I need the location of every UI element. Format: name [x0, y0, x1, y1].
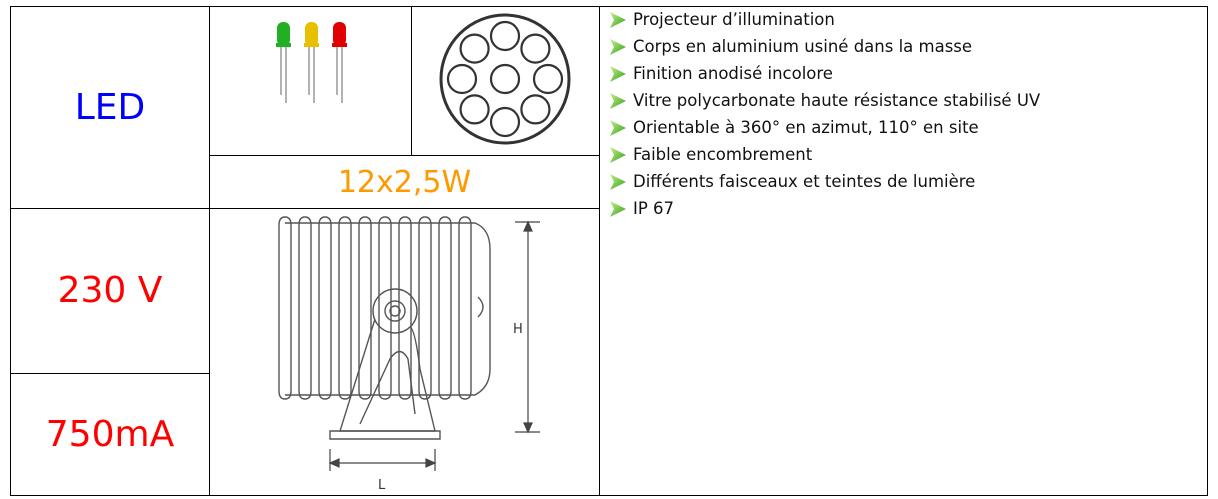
height-label: H [513, 322, 523, 337]
green-arrow-bullet-icon [610, 173, 626, 190]
led-array-circle [459, 94, 490, 125]
led-array-circle [489, 20, 521, 52]
image-divider [411, 6, 412, 156]
feature-text: Faible encombrement [633, 145, 813, 164]
length-label: L [378, 478, 386, 493]
projector-drawing: H L [210, 209, 599, 495]
feature-text: Corps en aluminium usiné dans la masse [633, 37, 973, 56]
feature-text: Différents faisceaux et teintes de lumiè… [633, 172, 976, 191]
led-array-circle [489, 106, 521, 138]
projector-body [285, 222, 491, 396]
row-divider-1 [10, 208, 600, 209]
projector-fin [398, 216, 412, 400]
green-arrow-bullet-icon [610, 65, 626, 82]
projector-fin [278, 216, 292, 400]
feature-item: Orientable à 360° en azimut, 110° en sit… [609, 114, 1040, 141]
feature-item: IP 67 [609, 195, 1040, 222]
projector-fin [318, 216, 332, 400]
feature-item: Différents faisceaux et teintes de lumiè… [609, 168, 1040, 195]
projector-fin [338, 216, 352, 400]
table-border-top [10, 6, 1208, 7]
current-value: 750mA [45, 413, 175, 455]
feature-item: Corps en aluminium usiné dans la masse [609, 33, 1040, 60]
projector-fin [358, 216, 372, 400]
green-arrow-bullet-icon [610, 146, 626, 163]
led-component-icon [304, 22, 319, 103]
column-divider-2 [599, 6, 600, 496]
column-divider-1 [209, 6, 210, 496]
feature-item: Vitre polycarbonate haute résistance sta… [609, 87, 1040, 114]
voltage-value: 230 V [57, 270, 163, 311]
green-arrow-bullet-icon [610, 92, 626, 109]
row-divider-power [209, 155, 600, 156]
led-components-image [210, 7, 411, 155]
projector-fin [378, 216, 392, 400]
led-type-value: LED [74, 86, 146, 128]
led-array-circle [532, 63, 564, 95]
table-border-right [1207, 6, 1208, 496]
feature-text: IP 67 [633, 199, 675, 218]
led-component-icon [332, 22, 347, 103]
feature-text: Projecteur d’illumination [633, 10, 835, 29]
feature-item: Finition anodisé incolore [609, 60, 1040, 87]
led-component-icon [276, 22, 291, 103]
row-divider-2 [10, 373, 210, 374]
projector-fin [418, 216, 432, 400]
led-array-circle [520, 94, 551, 125]
projector-fin [438, 216, 452, 400]
projector-fin [298, 216, 312, 400]
feature-item: Projecteur d’illumination [609, 6, 1040, 33]
power-value: 12x2,5W [337, 164, 472, 200]
table-border-left [10, 6, 11, 496]
led-array-image [412, 7, 599, 155]
feature-text: Orientable à 360° en azimut, 110° en sit… [633, 118, 979, 137]
green-arrow-bullet-icon [610, 119, 626, 136]
projector-fin [458, 216, 472, 400]
led-array-circle [520, 33, 551, 64]
green-arrow-bullet-icon [610, 38, 626, 55]
feature-text: Vitre polycarbonate haute résistance sta… [633, 91, 1041, 110]
led-array-circle [489, 63, 521, 95]
feature-item: Faible encombrement [609, 141, 1040, 168]
green-arrow-bullet-icon [610, 11, 626, 28]
led-array-drawing [439, 13, 571, 145]
feature-text: Finition anodisé incolore [633, 64, 833, 83]
table-border-bottom [10, 495, 1208, 496]
green-arrow-bullet-icon [610, 200, 626, 217]
led-array-circle [459, 33, 490, 64]
led-array-circle [446, 63, 478, 95]
